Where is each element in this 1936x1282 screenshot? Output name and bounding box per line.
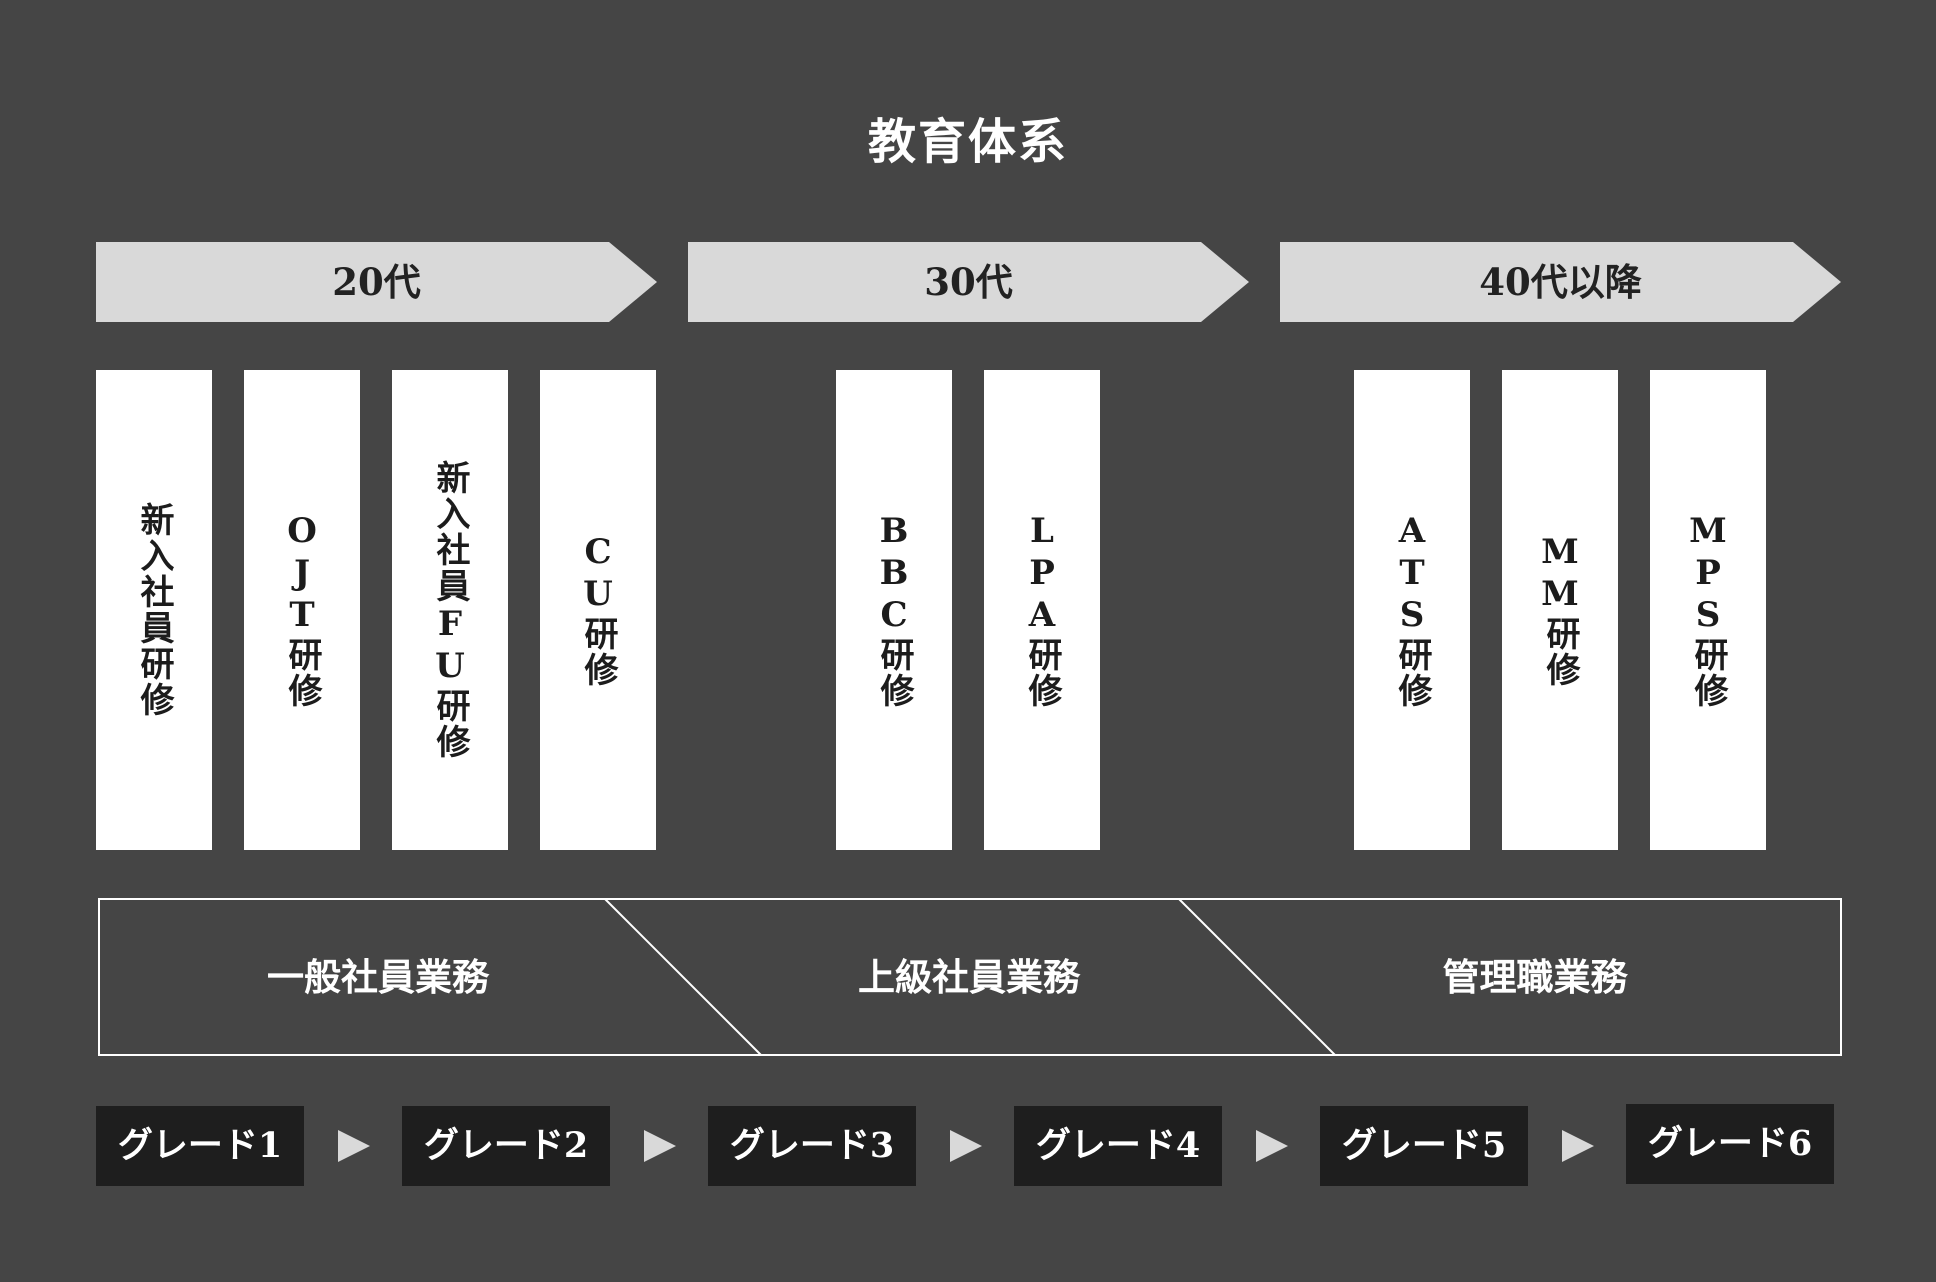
grade-label: グレード4 — [1035, 1125, 1201, 1166]
duty-label-general: 一般社員業務 — [267, 955, 489, 999]
grade-box: グレード6 — [1626, 1104, 1834, 1184]
course-label: 新入社員FU研修 — [430, 460, 470, 760]
course-box: CU研修 — [540, 370, 656, 850]
grade-label: グレード5 — [1341, 1125, 1507, 1166]
course-box: MM研修 — [1502, 370, 1618, 850]
course-box: 新入社員FU研修 — [392, 370, 508, 850]
age-label: 20代 — [332, 260, 421, 304]
course-label: OJT研修 — [282, 511, 322, 709]
course-label: LPA研修 — [1022, 511, 1062, 709]
course-label: BBC研修 — [874, 511, 914, 709]
grade-label: グレード1 — [117, 1125, 283, 1166]
grade-label: グレード3 — [729, 1125, 895, 1166]
grade-arrow-icon — [644, 1130, 676, 1162]
course-label: ATS研修 — [1392, 511, 1432, 709]
diagram-title: 教育体系 — [867, 114, 1068, 170]
age-label: 40代以降 — [1479, 260, 1642, 304]
course-box: BBC研修 — [836, 370, 952, 850]
duty-label-manager: 管理職業務 — [1442, 955, 1628, 999]
course-label: 新入社員研修 — [134, 502, 174, 718]
grade-box: グレード3 — [708, 1106, 916, 1186]
grade-box: グレード5 — [1320, 1106, 1528, 1186]
course-label: CU研修 — [578, 532, 618, 688]
grade-arrow-icon — [1256, 1130, 1288, 1162]
age-arrow-20s: 20代 — [96, 242, 657, 322]
duty-label-senior: 上級社員業務 — [858, 955, 1080, 999]
grade-arrow-icon — [338, 1130, 370, 1162]
grade-arrow-icon — [1562, 1130, 1594, 1162]
course-box: LPA研修 — [984, 370, 1100, 850]
grade-arrow-icon — [950, 1130, 982, 1162]
age-arrow-30s: 30代 — [688, 242, 1249, 322]
course-box: MPS研修 — [1650, 370, 1766, 850]
grade-label: グレード2 — [423, 1125, 589, 1166]
grade-label: グレード6 — [1647, 1123, 1813, 1164]
duty-band: 一般社員業務 上級社員業務 管理職業務 — [98, 898, 1842, 1056]
course-box: ATS研修 — [1354, 370, 1470, 850]
grade-box: グレード4 — [1014, 1106, 1222, 1186]
duty-band-outline — [98, 898, 1842, 1056]
course-box: 新入社員研修 — [96, 370, 212, 850]
course-box: OJT研修 — [244, 370, 360, 850]
course-label: MM研修 — [1540, 532, 1580, 688]
age-label: 30代 — [924, 260, 1013, 304]
course-label: MPS研修 — [1688, 511, 1728, 709]
grade-box: グレード2 — [402, 1106, 610, 1186]
grade-box: グレード1 — [96, 1106, 304, 1186]
age-arrow-40s-plus: 40代以降 — [1280, 242, 1841, 322]
